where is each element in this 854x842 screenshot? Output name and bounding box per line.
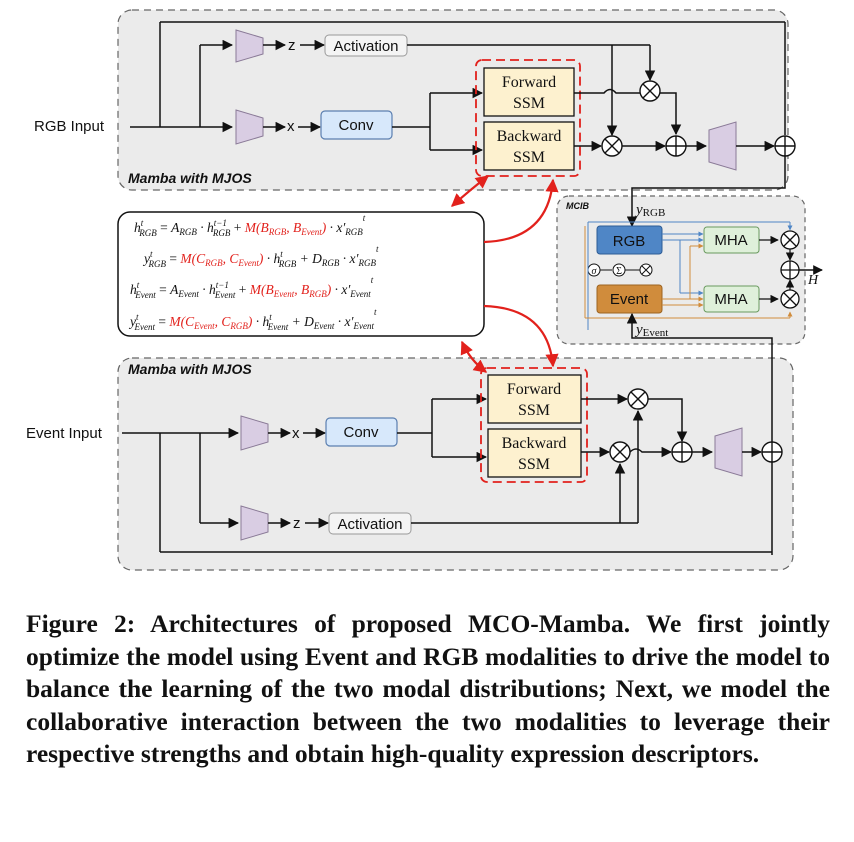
architecture-diagram: Mamba with MJOS Mamba with MJOS MCIB RGB… [26,9,823,571]
event-out-projection [714,427,743,477]
rgb-x-projection [235,109,264,145]
event-backward-ssm [487,428,582,478]
rgb-mamba-panel [117,9,789,191]
event-conv-label: Conv [343,424,379,441]
rgb-backward-ssm [483,121,575,171]
rgb-conv-box [320,110,393,140]
mcib-title: MCIB [566,201,589,211]
mcib-event-label: Event [610,291,649,308]
sigma-symbol: σ [592,266,598,277]
event-forward-ssm [487,374,582,424]
event-forward-ssm-line1: Forward [507,381,561,398]
event-activation-label: Activation [337,516,402,533]
rgb-forward-ssm-line1: Forward [502,74,556,91]
event-conv-box [325,417,398,447]
rgb-forward-ssm-line2: SSM [513,95,545,112]
rgb-activation-label: Activation [333,38,398,55]
rgb-backward-ssm-line1: Backward [497,128,562,145]
rgb-x-label: x [287,118,295,135]
event-input-label: Event Input [26,425,103,442]
event-forward-ssm-line2: SSM [518,402,550,419]
mcib-output-label: H [807,273,819,288]
red-link-eqs-to-rgb-ssm [483,178,559,244]
event-x-label: x [292,425,300,442]
y-rgb-label: yRGB [634,202,665,219]
event-ssm-red-group [480,367,588,483]
rgb-out-projection [708,121,737,171]
event-z-label: z [293,515,301,532]
equations-box [117,211,485,337]
rgb-backward-ssm-line2: SSM [513,149,545,166]
sum-symbol: Σ [616,266,622,277]
red-link-eqs-to-event-ssm [483,304,559,368]
rgb-forward-ssm [483,67,575,117]
rgb-mamba-title: Mamba with MJOS [128,170,252,186]
rgb-input-label: RGB Input [34,118,105,135]
event-z-projection [240,505,269,541]
event-mamba-panel [117,357,794,571]
rgb-ssm-red-group [475,59,581,177]
mcib-mha-top-label: MHA [714,232,747,249]
y-event-label: yEvent [634,322,668,339]
event-x-projection [240,415,269,451]
rgb-z-label: z [288,37,296,54]
figure-caption: Figure 2: Architectures of proposed MCO-… [26,609,830,768]
event-backward-ssm-line2: SSM [518,456,550,473]
red-link-rgb-ssm-to-eqs [451,175,490,207]
event-backward-ssm-line1: Backward [502,435,567,452]
event-mamba-title: Mamba with MJOS [128,361,252,377]
rgb-conv-label: Conv [338,117,374,134]
mcib-mha-bottom-label: MHA [714,291,747,308]
mcib-rgb-label: RGB [613,233,646,250]
rgb-z-projection [235,29,264,63]
